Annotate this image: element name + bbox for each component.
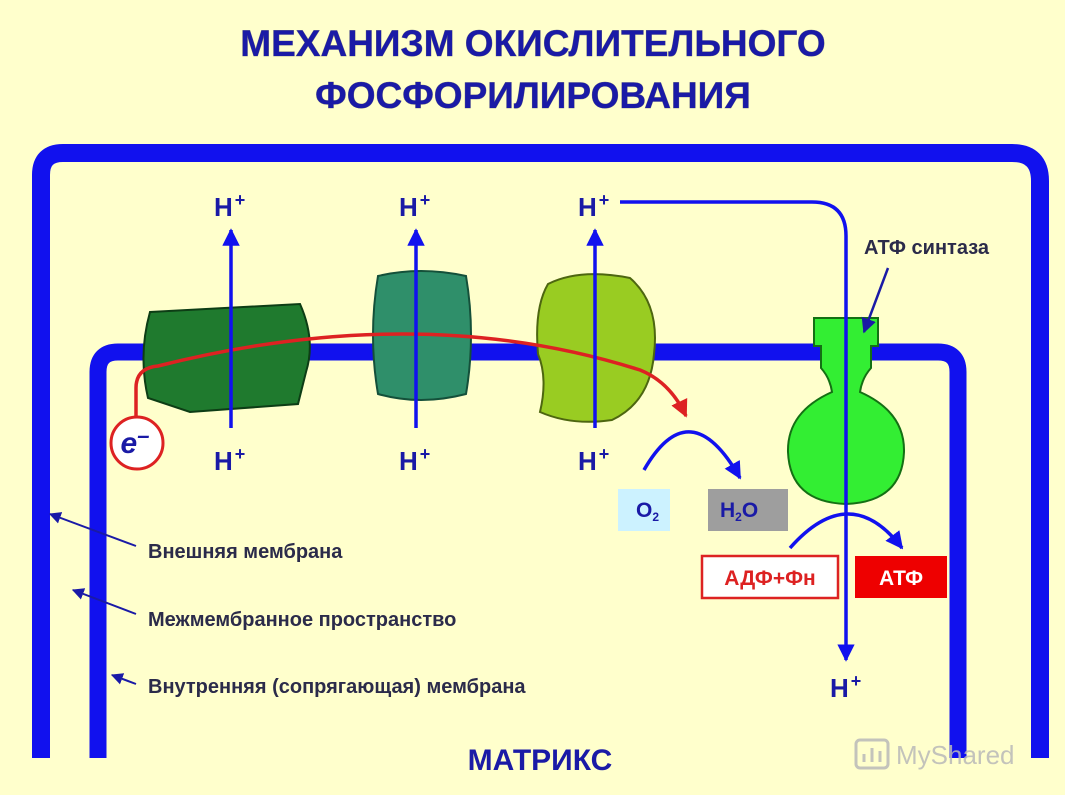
- proton-label-top-2: Н+: [399, 190, 430, 222]
- h2o-box: [708, 489, 788, 531]
- proton-label-bottom-3: Н+: [578, 444, 609, 476]
- watermark-chart-icon: [854, 738, 890, 770]
- atp-box: [855, 556, 947, 598]
- proton-label-top-1: Н+: [214, 190, 245, 222]
- watermark: MyShared: [854, 738, 1015, 770]
- inner-membrane-pointer: [110, 673, 137, 685]
- outer-membrane-pointer: [48, 512, 137, 547]
- complex-1: [142, 302, 311, 414]
- proton-label-top-3: Н+: [578, 190, 609, 222]
- outer-membrane: [32, 144, 1049, 758]
- intermembrane-space-label: Межмембранное пространство: [148, 609, 456, 631]
- adp-box: [700, 554, 840, 600]
- atp-label: АТФ: [879, 567, 923, 590]
- atp-synthase-label: АТФ синтаза: [864, 237, 990, 259]
- watermark-text: MyShared: [896, 740, 1015, 770]
- intermembrane-space-pointer: [71, 588, 137, 615]
- adp-label: АДФ+Фн: [724, 567, 815, 590]
- title-line-2: ФОСФОРИЛИРОВАНИЯ: [315, 75, 751, 116]
- proton-label-bottom-1: Н+: [214, 444, 245, 476]
- inner-membrane: [89, 343, 967, 758]
- atp-synthase-pointer: [861, 267, 890, 334]
- phosphorylation-arrow: [788, 512, 904, 550]
- proton-label-matrix: Н+: [830, 671, 861, 703]
- o2-label: О2: [636, 499, 659, 524]
- h2o-label: Н2О: [720, 499, 758, 524]
- oxygen-reduction-arrow: [642, 430, 742, 480]
- title-line-1: МЕХАНИЗМ ОКИСЛИТЕЛЬНОГО: [240, 23, 825, 64]
- proton-label-bottom-2: Н+: [399, 444, 430, 476]
- inner-membrane-label: Внутренняя (сопрягающая) мембрана: [148, 676, 526, 698]
- outer-membrane-label: Внешняя мембрана: [148, 541, 343, 563]
- proton-flow-atp-synthase: [620, 200, 855, 662]
- electron-path-arrow: [134, 332, 688, 428]
- electron-circle: [109, 415, 165, 471]
- matrix-label: МАТРИКС: [468, 744, 613, 777]
- o2-box: [618, 489, 670, 531]
- electron-label: е–: [121, 423, 150, 460]
